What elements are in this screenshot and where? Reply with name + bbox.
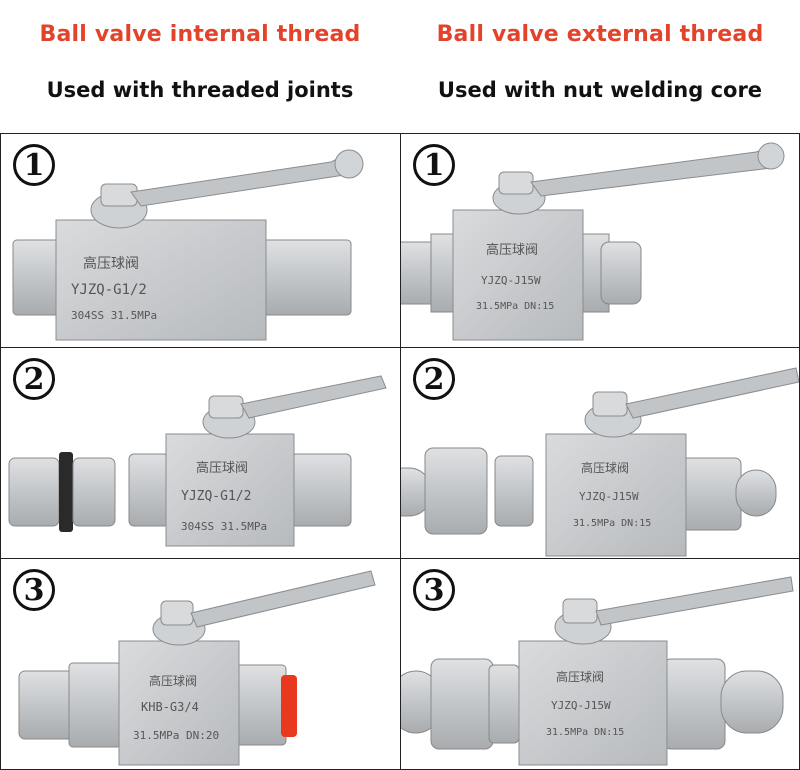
svg-text:304SS 31.5MPa: 304SS 31.5MPa — [71, 309, 157, 322]
svg-text:高压球阀: 高压球阀 — [581, 460, 629, 475]
svg-text:YJZQ-J15W: YJZQ-J15W — [579, 490, 639, 503]
header: Ball valve internal thread Used with thr… — [0, 0, 800, 133]
step-number-badge: 2 — [13, 358, 55, 400]
cell-external-1: 1 高压球阀 YJZQ-J15W 31.5MPa DN:15 — [400, 133, 800, 348]
valve-with-threaded-joint-photo: 高压球阀 YJZQ-G1/2 304SS 31.5MPa — [8, 375, 387, 547]
svg-text:高压球阀: 高压球阀 — [83, 255, 139, 272]
svg-text:31.5MPa DN:15: 31.5MPa DN:15 — [476, 301, 554, 312]
svg-text:高压球阀: 高压球阀 — [149, 673, 197, 688]
svg-text:高压球阀: 高压球阀 — [556, 669, 604, 684]
svg-text:31.5MPa DN:15: 31.5MPa DN:15 — [546, 727, 624, 738]
valve-external-thread-photo: 高压球阀 YJZQ-J15W 31.5MPa DN:15 — [401, 142, 785, 341]
svg-text:高压球阀: 高压球阀 — [196, 460, 248, 476]
step-number-badge: 1 — [413, 144, 455, 186]
cell-internal-3: 3 高压球阀 KHB-G3/4 31.5MPa DN:20 — [0, 558, 401, 770]
svg-text:31.5MPa DN:15: 31.5MPa DN:15 — [573, 518, 651, 529]
svg-text:31.5MPa DN:20: 31.5MPa DN:20 — [133, 729, 219, 742]
svg-text:KHB-G3/4: KHB-G3/4 — [141, 700, 199, 714]
cell-internal-1: 1 高压球阀 YJZQ-G1/2 304SS 31.5MPa — [0, 133, 401, 348]
step-number-badge: 2 — [413, 358, 455, 400]
svg-text:YJZQ-G1/2: YJZQ-G1/2 — [181, 489, 251, 504]
svg-text:YJZQ-J15W: YJZQ-J15W — [481, 274, 541, 287]
svg-text:高压球阀: 高压球阀 — [486, 242, 538, 258]
step-number-badge: 3 — [13, 569, 55, 611]
valve-internal-thread-photo: 高压球阀 YJZQ-G1/2 304SS 31.5MPa — [12, 149, 364, 341]
product-grid: 1 高压球阀 YJZQ-G1/2 304SS 31.5MPa 1 — [0, 133, 800, 770]
left-subtitle: Used with threaded joints — [46, 78, 354, 102]
cell-external-3: 3 高压球阀 YJZQ-J15W 31.5MPa DN:15 — [400, 558, 800, 770]
right-title: Ball valve external thread — [436, 22, 764, 47]
valve-with-nut-welding-core-photo: 高压球阀 YJZQ-J15W 31.5MPa DN:15 — [401, 367, 799, 557]
cell-external-2: 2 高压球阀 YJZQ-J15W 31.5MPa DN:15 — [400, 347, 800, 559]
valve-with-welding-core-photo: 高压球阀 YJZQ-J15W 31.5MPa DN:15 — [401, 576, 794, 766]
step-number-badge: 1 — [13, 144, 55, 186]
valve-khb-photo: 高压球阀 KHB-G3/4 31.5MPa DN:20 — [18, 570, 376, 766]
svg-text:YJZQ-G1/2: YJZQ-G1/2 — [71, 282, 147, 298]
step-number-badge: 3 — [413, 569, 455, 611]
right-subtitle: Used with nut welding core — [437, 78, 763, 102]
cell-internal-2: 2 高压球阀 YJZQ-G1/2 304SS 31.5MPa — [0, 347, 401, 559]
svg-text:YJZQ-J15W: YJZQ-J15W — [551, 699, 611, 712]
svg-text:304SS 31.5MPa: 304SS 31.5MPa — [181, 520, 267, 533]
left-title: Ball valve internal thread — [39, 22, 361, 47]
